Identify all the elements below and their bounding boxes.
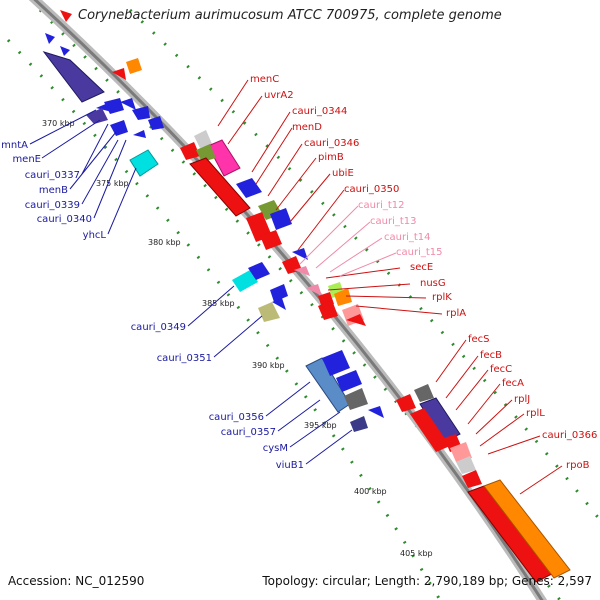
gene-label: rplK [432, 292, 452, 303]
gene-label: pimB [318, 152, 344, 163]
gene-label: cysM [263, 443, 288, 454]
gene-label: fecA [502, 378, 524, 389]
gene-label: cauri_0357 [221, 427, 276, 438]
gene-label: uvrA2 [264, 90, 294, 101]
gene-label: fecB [480, 350, 502, 361]
gene-label: cauri_0339 [25, 200, 80, 211]
gene-label: ubiE [332, 168, 354, 179]
feature-block [42, 51, 105, 103]
left-leader-lines [29, 109, 353, 465]
gene-label: nusG [420, 278, 446, 289]
right-leader-lines [217, 79, 563, 495]
gene-label: fecS [468, 334, 490, 345]
gene-label: cauri_t13 [370, 216, 417, 227]
right-gene-labels: menC uvrA2 cauri_0344 menD cauri_0346 pimB ubi… [250, 74, 597, 471]
gene-label: mntA [1, 140, 28, 151]
gene-label: viuB1 [276, 460, 304, 471]
gene-label: cauri_0349 [131, 322, 186, 333]
right-strand-features [60, 10, 571, 583]
gene-label: menE [12, 154, 41, 165]
gene-label: cauri_0340 [37, 214, 92, 225]
gene-label: cauri_0351 [157, 353, 212, 364]
gene-label: cauri_t12 [358, 200, 405, 211]
feature-block [45, 33, 55, 44]
accession-text: Accession: NC_012590 [8, 574, 145, 588]
left-strand-features [42, 33, 384, 432]
gene-label: cauri_0366 [542, 430, 597, 441]
gene-label: secE [410, 262, 433, 273]
gene-label: cauri_t14 [384, 232, 431, 243]
gene-label: cauri_t15 [396, 247, 443, 258]
gene-label: menC [250, 74, 279, 85]
gene-label: cauri_0337 [25, 170, 80, 181]
scale-label: 375 kbp [96, 179, 129, 188]
genome-summary-text: Topology: circular; Length: 2,790,189 bp… [262, 574, 592, 588]
gene-label: rpoB [566, 460, 590, 471]
scale-label: 380 kbp [148, 238, 181, 247]
gene-label: rplA [446, 308, 466, 319]
gene-label: yhcL [83, 230, 107, 241]
feature-block [129, 149, 159, 177]
gene-label: cauri_0350 [344, 184, 399, 195]
gene-label: rplL [526, 408, 545, 419]
gene-label: menB [39, 185, 68, 196]
scale-label: 390 kbp [252, 361, 285, 370]
gene-label: menD [292, 122, 322, 133]
gene-label: cauri_0346 [304, 138, 359, 149]
left-gene-labels: mntA menE cauri_0337 menB cauri_0339 cauri_03… [1, 140, 304, 471]
scale-label: 385 kbp [202, 299, 235, 308]
genome-title: Corynebacterium aurimucosum ATCC 700975,… [78, 8, 502, 23]
gene-label: fecC [490, 364, 512, 375]
tick-tracks [6, 8, 600, 600]
gene-label: cauri_0356 [209, 412, 264, 423]
gene-label: cauri_0344 [292, 106, 347, 117]
scale-label: 370 kbp [42, 119, 75, 128]
scale-label: 400 kbp [354, 487, 387, 496]
gene-label: rplJ [514, 394, 530, 405]
trna-leader-lines [299, 205, 397, 277]
scale-label: 405 kbp [400, 549, 433, 558]
